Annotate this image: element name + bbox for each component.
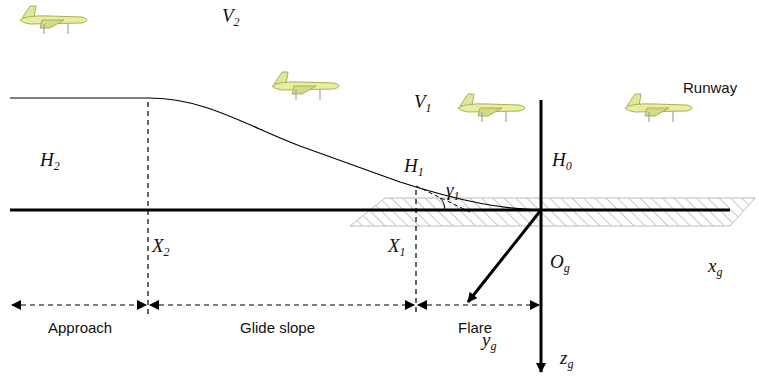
distance-label: X1 bbox=[388, 236, 406, 258]
velocity-label: V1 bbox=[414, 92, 432, 114]
phase-label: Flare bbox=[458, 320, 492, 335]
height-label: H1 bbox=[404, 156, 424, 178]
angle-label: γ1 bbox=[446, 180, 460, 202]
distance-label: X2 bbox=[152, 236, 170, 258]
axis-label: xg bbox=[708, 256, 722, 278]
axis-label: zg bbox=[560, 348, 573, 370]
origin-label: Og bbox=[550, 252, 570, 274]
phase-label: Glide slope bbox=[240, 320, 315, 335]
runway-label: Runway bbox=[683, 80, 737, 95]
height-label: H0 bbox=[552, 150, 572, 172]
velocity-label: V2 bbox=[222, 6, 240, 28]
height-label: H2 bbox=[40, 150, 60, 172]
phase-label: Approach bbox=[48, 320, 112, 335]
